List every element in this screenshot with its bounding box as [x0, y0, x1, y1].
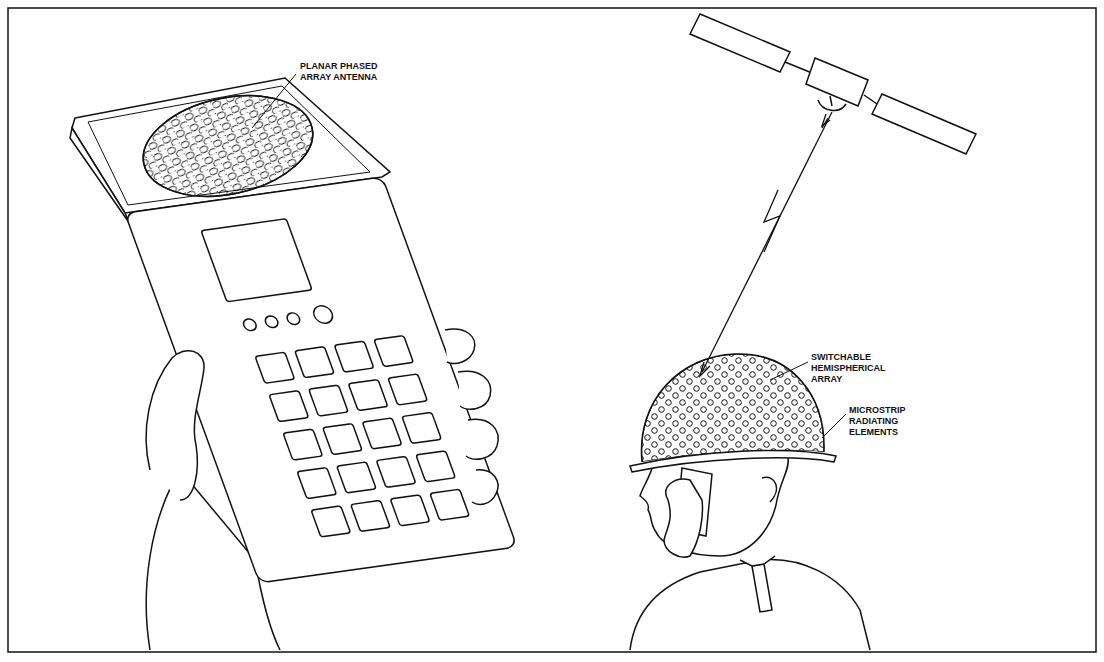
hand-fingers	[146, 329, 498, 504]
frame-border	[8, 8, 1096, 652]
callout-label: PLANAR PHASED ARRAY ANTENNA	[300, 61, 382, 83]
leader-lines	[252, 74, 846, 438]
callout-label: SWITCHABLE HEMISPHERICAL ARRAY	[811, 352, 885, 385]
satellite	[690, 14, 976, 154]
handheld-body	[125, 177, 517, 583]
callout-label: MICROSTRIP RADIATING ELEMENTS	[849, 405, 905, 438]
man-figure	[630, 354, 870, 650]
radio-link	[700, 112, 832, 376]
